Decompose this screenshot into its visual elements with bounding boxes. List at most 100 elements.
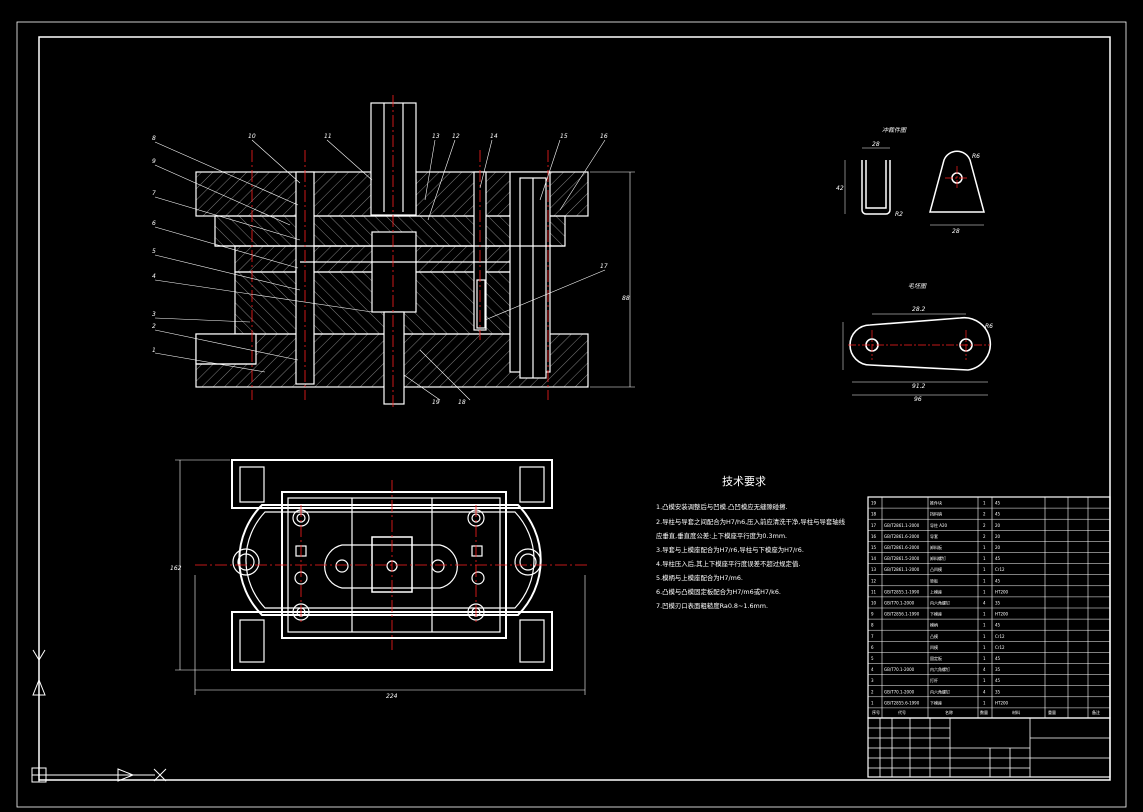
blank-dim-radius: R6	[985, 323, 993, 330]
bom-cell-mat: 20	[995, 523, 1001, 528]
tech-req-item: 3.导套与上模座配合为H7/r6,导柱与下模座为H7/r6.	[656, 545, 804, 554]
bom-header-code: 代号	[898, 709, 906, 715]
bom-cell-qty: 4	[983, 601, 986, 606]
tech-req-item: 2.导柱与导套之间配合为H7/h6,压入前应清洗干净,导柱与导套轴线	[656, 517, 846, 526]
plan-height-text: 162	[170, 565, 182, 572]
blank-view-title: 毛坯图	[908, 283, 927, 290]
bom-cell-name: 内六角螺钉	[930, 666, 950, 672]
section-height-dimension	[590, 171, 635, 388]
tech-req-list: 1.凸模安装调整后与凹模.凸凹模应无缝隙碰擦. 2.导柱与导套之间配合为H7/h…	[656, 502, 846, 610]
bom-cell-code: GB/T2855.1-1990	[884, 589, 920, 594]
bom-cell-name: 卸料螺钉	[930, 555, 946, 561]
blank-dims	[842, 313, 988, 396]
part-label-11: 11	[324, 133, 332, 140]
part-label-13: 13	[432, 133, 440, 140]
part-label-9: 9	[152, 158, 156, 165]
bom-cell-name: 卸料板	[930, 544, 942, 550]
part-side-view	[861, 160, 891, 215]
part-label-6: 6	[152, 220, 156, 227]
ucs-icon	[31, 649, 167, 783]
bom-cell-no: 8	[871, 623, 874, 628]
part-view-title: 冲裁件图	[882, 126, 907, 134]
part-label-8: 8	[152, 135, 156, 142]
bom-cell-name: 上模座	[930, 588, 942, 594]
bom-cell-mat: Cr12	[995, 567, 1005, 572]
bom-cell-code: GB/T2861.6-2000	[884, 534, 920, 539]
bom-cell-name: 内六角螺钉	[930, 600, 950, 606]
bom-cell-name: 挡料销	[930, 511, 942, 517]
bom-header: 序号 代号 名称 数量 材料 重量 备注	[872, 709, 1100, 715]
tech-req-item: 4.导柱压入后,其上下模座平行度误差不超过规定值.	[656, 559, 800, 568]
bom-cell-no: 2	[871, 689, 874, 694]
bom-cell-code: GB/T70.1-2000	[884, 689, 915, 694]
bom-cell-no: 16	[871, 534, 877, 539]
bom-cell-mat: 20	[995, 534, 1001, 539]
bom-cell-no: 10	[871, 601, 877, 606]
bom-cell-qty: 1	[983, 645, 986, 650]
bom-cell-mat: 35	[995, 667, 1001, 672]
bom-cell-code: GB/T2855.6-1990	[884, 700, 920, 705]
bom-cell-mat: 45	[995, 556, 1001, 561]
bom-cell-no: 11	[871, 589, 877, 594]
part-label-14: 14	[490, 133, 498, 140]
part-label-10: 10	[248, 133, 256, 140]
bom-cell-code: GB/T2861.5-2000	[884, 556, 920, 561]
bom-cell-qty: 1	[983, 589, 986, 594]
section-view	[195, 102, 589, 405]
plan-width-text: 224	[386, 693, 398, 700]
bom-cell-qty: 1	[983, 578, 986, 583]
bom-header-name: 名称	[945, 709, 953, 715]
bom-cell-no: 5	[871, 656, 874, 661]
section-height-text: 88	[622, 295, 630, 302]
tech-req-item: 应垂直,垂直度公差:上下模座平行度为0.3mm.	[656, 531, 787, 540]
bom-cell-name: 模柄	[930, 622, 938, 628]
bom-cell-name: 导套	[930, 533, 938, 539]
bom-header-mat: 材料	[1012, 709, 1020, 715]
bom-cell-qty: 2	[983, 523, 986, 528]
part-label-17: 17	[600, 263, 608, 270]
part-dim-width-front: 28	[952, 228, 960, 235]
bom-cell-qty: 2	[983, 534, 986, 539]
bom-cell-qty: 1	[983, 567, 986, 572]
blank-dim-inner-length: 91.2	[912, 383, 926, 390]
bom-cell-name: 导柱 A20	[930, 522, 948, 528]
part-dim-hole: R6	[972, 153, 980, 160]
bom-header-qty: 数量	[980, 709, 988, 715]
bom-cell-mat: 35	[995, 689, 1001, 694]
bom-cell-mat: HT200	[995, 612, 1009, 617]
bom-cell-qty: 4	[983, 667, 986, 672]
bom-cell-no: 12	[871, 578, 877, 583]
part-label-15: 15	[560, 133, 568, 140]
section-leaders	[154, 139, 606, 401]
bom-cell-qty: 1	[983, 612, 986, 617]
bom-cell-qty: 1	[983, 556, 986, 561]
bom-cell-no: 17	[871, 523, 877, 528]
bom-cell-name: 推件块	[930, 500, 942, 506]
title-block	[867, 717, 1111, 778]
bom-cell-mat: 45	[995, 578, 1001, 583]
section-centerlines	[251, 95, 549, 410]
bom-cell-name: 下模座	[930, 611, 942, 617]
bom-cell-code: GB/T2856.1-1990	[884, 612, 920, 617]
bom-cell-mat: 45	[995, 501, 1001, 506]
bom-cell-code: GB/T2861.6-2000	[884, 545, 920, 550]
bom-cell-no: 7	[871, 634, 874, 639]
bom-cell-no: 15	[871, 545, 877, 550]
bom-cell-qty: 2	[983, 512, 986, 517]
bom-cell-mat: HT200	[995, 700, 1009, 705]
section-part-labels: 8 9 7 6 5 4 3 2 1 10 11 13 12 14 15 16 1…	[152, 133, 608, 406]
bom-cell-mat: HT200	[995, 589, 1009, 594]
tech-req-item: 7.凹模刃口表面粗糙度Ra0.8~1.6mm.	[656, 601, 768, 610]
bom-cell-mat: Cr12	[995, 634, 1005, 639]
bom-cell-no: 14	[871, 556, 877, 561]
bom-cell-qty: 1	[983, 545, 986, 550]
bom-cell-no: 6	[871, 645, 874, 650]
bom-cell-qty: 4	[983, 689, 986, 694]
bom-cell-qty: 1	[983, 678, 986, 683]
bom-cell-no: 19	[871, 501, 877, 506]
bom-cell-name: 凹模	[930, 644, 938, 650]
part-label-18: 18	[458, 399, 466, 406]
bom-cell-name: 固定板	[930, 655, 942, 661]
